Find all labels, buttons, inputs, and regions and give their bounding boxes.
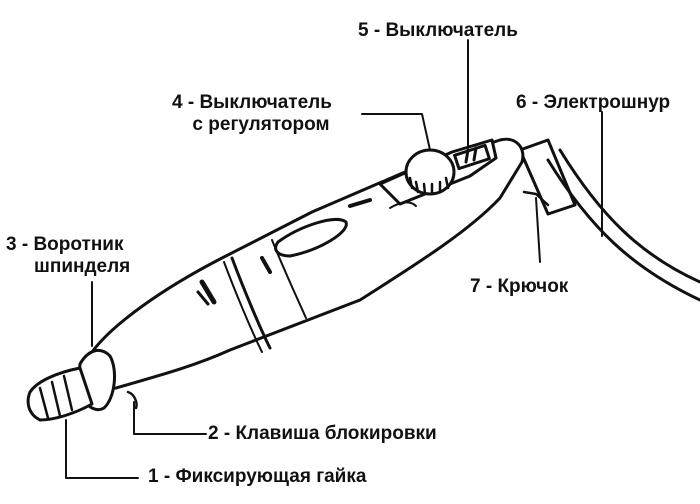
label-hook: 7 - Крючок: [470, 276, 569, 297]
power-cord-outline: [546, 158, 700, 302]
label-power-cord: 6 - Электрошнур: [516, 92, 671, 113]
label-locking-nut: 1 - Фиксирующая гайка: [148, 466, 367, 487]
leader-4: [361, 113, 431, 151]
strain-relief: [518, 138, 577, 216]
lock-button: [126, 390, 138, 410]
label-switch: 5 - Выключатель: [358, 20, 518, 41]
hook: [522, 190, 550, 207]
vent-window: [274, 217, 348, 258]
leader-2: [133, 401, 207, 435]
tool-body: [89, 137, 525, 390]
slide-switch: [453, 143, 491, 171]
label-spindle-collar: 3 - Воротник шпинделя: [6, 234, 131, 277]
label-switch-regulator: 4 - Выключатель с регулятором: [172, 92, 332, 135]
label-lock-key: 2 - Клавиша блокировки: [208, 423, 437, 444]
grip-band: [230, 256, 272, 350]
leader-7: [535, 197, 541, 263]
leader-1: [65, 419, 139, 479]
power-cord: [558, 148, 700, 284]
